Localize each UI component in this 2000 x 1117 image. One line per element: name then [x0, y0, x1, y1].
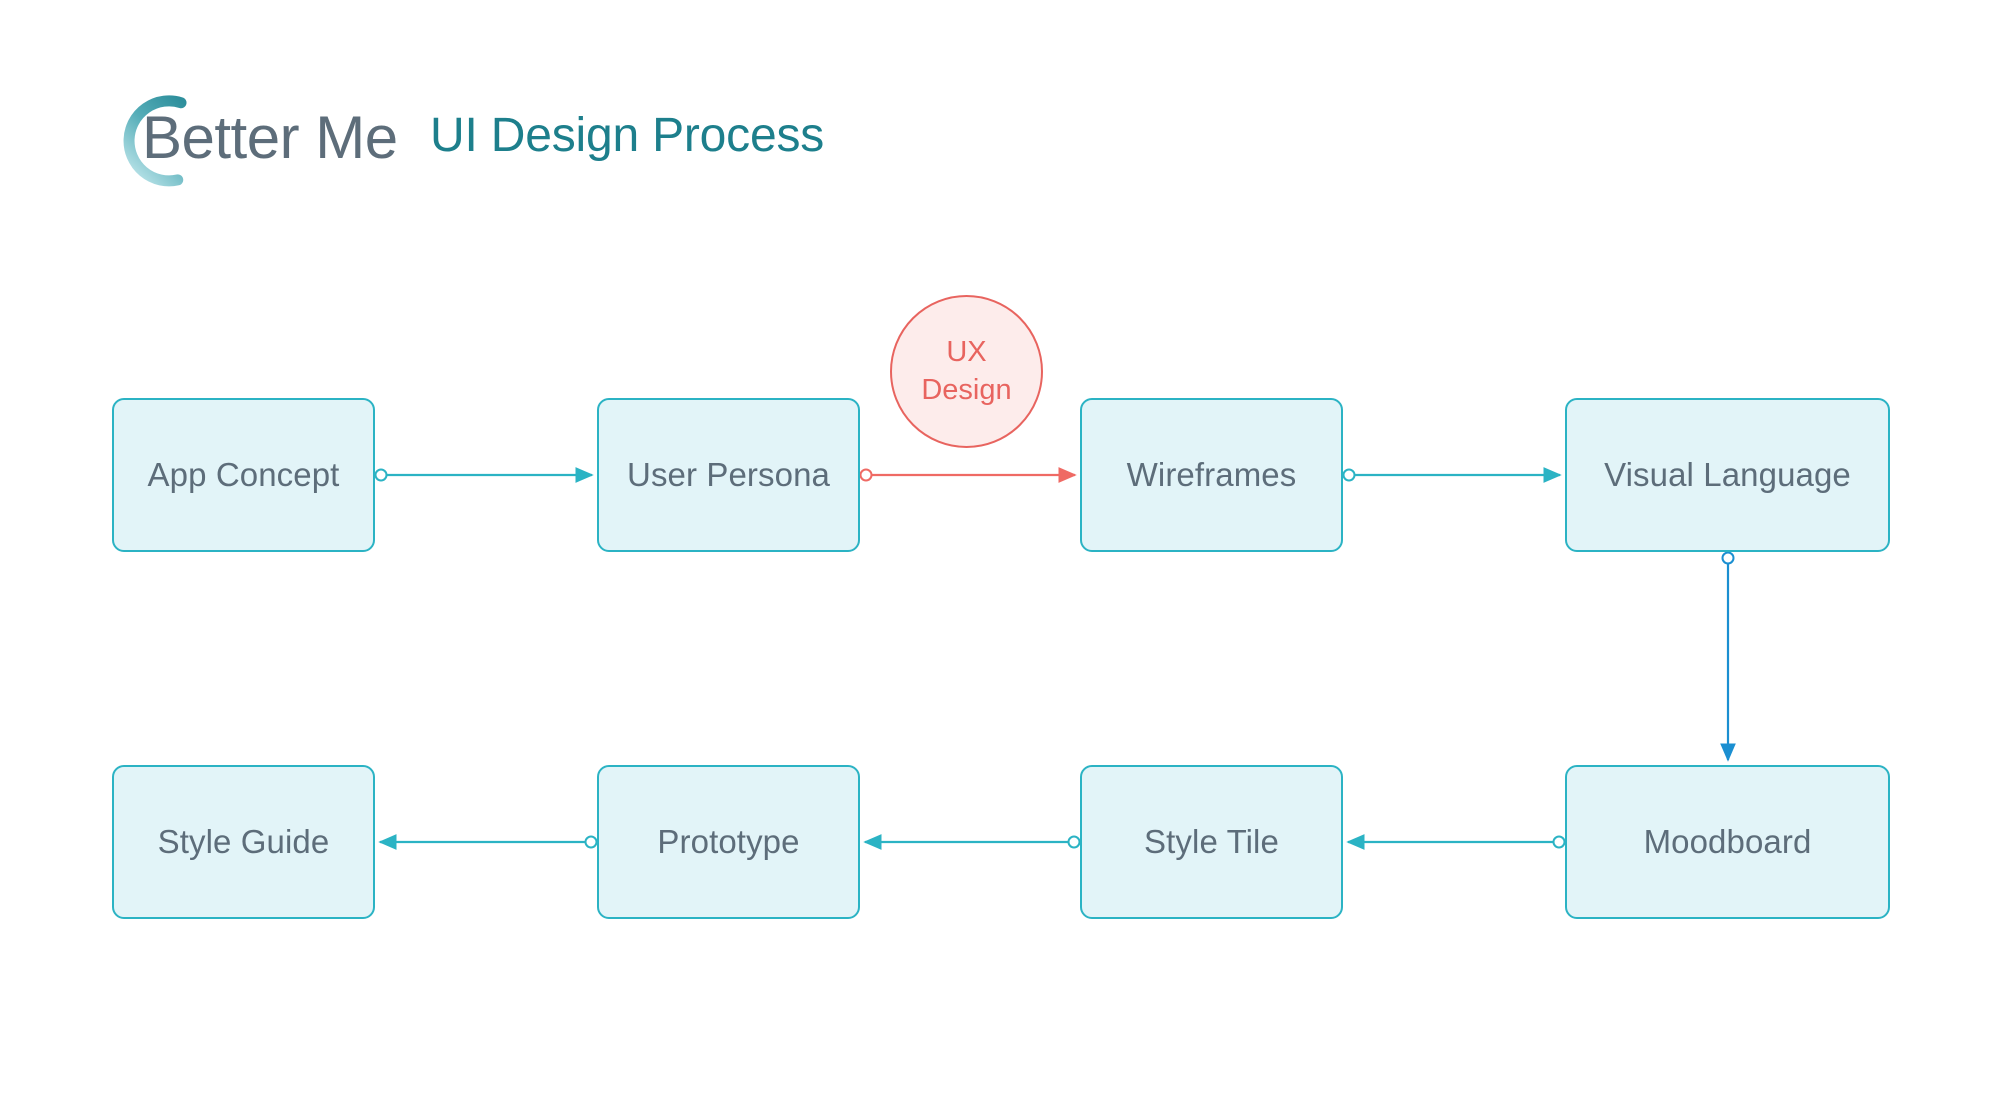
node-visual-language[interactable]: Visual Language [1565, 398, 1890, 552]
node-label: User Persona [627, 455, 830, 493]
page-title: UI Design Process [430, 109, 825, 162]
node-app-concept[interactable]: App Concept [112, 398, 375, 552]
edge-visual-language-moodboard [1720, 551, 1736, 762]
node-style-guide[interactable]: Style Guide [112, 765, 375, 919]
brand-name: Better Me [142, 104, 398, 171]
node-label: Moodboard [1643, 822, 1812, 860]
node-wireframes[interactable]: Wireframes [1080, 398, 1343, 552]
node-label: App Concept [147, 455, 340, 493]
node-label: Prototype [657, 822, 800, 860]
node-ux-design[interactable]: UX Design [890, 295, 1043, 448]
edge-moodboard-style-tile [1346, 834, 1566, 850]
edge-prototype-style-guide [378, 834, 598, 850]
node-moodboard[interactable]: Moodboard [1565, 765, 1890, 919]
circular-arc-logo-icon [110, 72, 210, 198]
node-prototype[interactable]: Prototype [597, 765, 860, 919]
node-label: Visual Language [1604, 455, 1851, 493]
edge-app-concept-user-persona [374, 467, 594, 483]
node-label: Style Guide [157, 822, 330, 860]
node-label: Style Tile [1144, 822, 1279, 860]
node-style-tile[interactable]: Style Tile [1080, 765, 1343, 919]
brand-header: Better Me UI Design Process [110, 72, 930, 202]
node-label: Wireframes [1126, 455, 1297, 493]
node-ux-design-label-line2: Design [921, 373, 1012, 406]
edge-user-persona-wireframes [859, 467, 1077, 483]
node-user-persona[interactable]: User Persona [597, 398, 860, 552]
edge-style-tile-prototype [863, 834, 1081, 850]
edge-wireframes-visual-language [1342, 467, 1562, 483]
node-ux-design-label-line1: UX [946, 336, 987, 369]
